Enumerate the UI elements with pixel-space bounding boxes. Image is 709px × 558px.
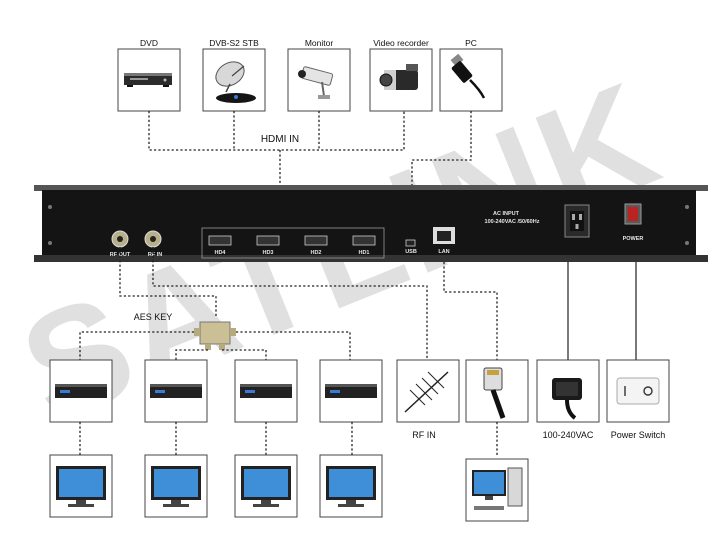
set-top-box-icon [240,384,292,398]
tv-monitor-icon [241,466,291,507]
desktop-computer-icon [472,467,523,510]
lan-port: LAN [433,227,455,255]
power-switch-bottom-label: Power Switch [611,430,666,440]
dvd-player-icon [124,73,172,87]
source-pc: PC [439,38,503,112]
hd3-label: HD3 [262,250,273,256]
tv-3 [234,454,298,518]
lan-to-rj45-line [443,262,498,360]
set-top-box-icon [150,384,202,398]
source-recorder-label: Video recorder [373,38,429,48]
source-dvb-s2-stb: DVB-S2 STB [202,38,266,112]
ac-power-cord: 100-240VAC [536,359,600,440]
aes-key-label: AES KEY [134,312,173,322]
tv-monitor-icon [326,466,376,507]
rocker-switch-icon [616,377,660,405]
antenna-icon [404,371,449,413]
cctv-camera-icon [298,66,334,99]
rf-in-label: RF IN [148,252,162,258]
usb-port: USB [405,239,417,255]
usb-cable-icon [450,53,486,99]
camcorder-icon [379,64,418,90]
ac-socket [564,204,590,238]
tv-monitor-icon [151,466,201,507]
set-top-box-icon [55,384,107,398]
source-dvd: DVD [117,38,181,112]
hdmi-port-hd4: HD4 [208,235,232,256]
power-plug-icon [552,378,582,420]
power-switch-box: Power Switch [606,359,670,440]
set-top-box-icon [325,384,377,398]
receiver-3 [234,359,298,423]
ac-input-spec: 100-240VAC /50/60Hz [485,219,540,225]
hd2-label: HD2 [310,250,321,256]
hdmi-bus-line [148,111,405,188]
rf-in-bottom-label: RF IN [412,430,436,440]
rf-splitter-icon [194,321,236,350]
source-video-recorder: Video recorder [369,38,433,112]
source-monitor-label: Monitor [305,38,334,48]
receiver-1 [49,359,113,423]
lan-cable [465,359,529,423]
device-rear-panel: RF OUT RF IN HD4 HD3 HD2 HD1 USB [34,185,708,262]
tv-monitor-icon [56,466,106,507]
power-switch: POWER [623,203,644,242]
source-stb-label: DVB-S2 STB [209,38,259,48]
rf-out-to-receivers-line [119,247,217,318]
rf-in-to-antenna-line [152,247,428,360]
rj45-cable-icon [483,367,506,419]
usb-label: USB [405,249,417,255]
hdmi-port-hd3: HD3 [256,235,280,256]
rf-out-port: RF OUT [110,230,131,258]
source-pc-label: PC [465,38,477,48]
tv-1 [49,454,113,518]
hdmi-in-label: HDMI IN [261,134,299,145]
rf-in-antenna: RF IN [396,359,460,440]
hd4-label: HD4 [214,250,226,256]
ac-bottom-label: 100-240VAC [543,430,594,440]
source-monitor: Monitor [287,38,351,112]
tv-2 [144,454,208,518]
hdmi-port-hd2: HD2 [304,235,328,256]
pc-computer [465,458,529,522]
lan-label: LAN [438,249,449,255]
power-label: POWER [623,236,644,242]
hdmi-port-hd1: HD1 [352,235,376,256]
satellite-dish-icon [215,61,256,103]
tv-4 [319,454,383,518]
rf-out-label: RF OUT [110,252,131,258]
source-dvd-label: DVD [140,38,158,48]
receiver-4 [319,359,383,423]
ac-input-title: AC INPUT [493,211,520,217]
receiver-2 [144,359,208,423]
hd1-label: HD1 [358,250,369,256]
